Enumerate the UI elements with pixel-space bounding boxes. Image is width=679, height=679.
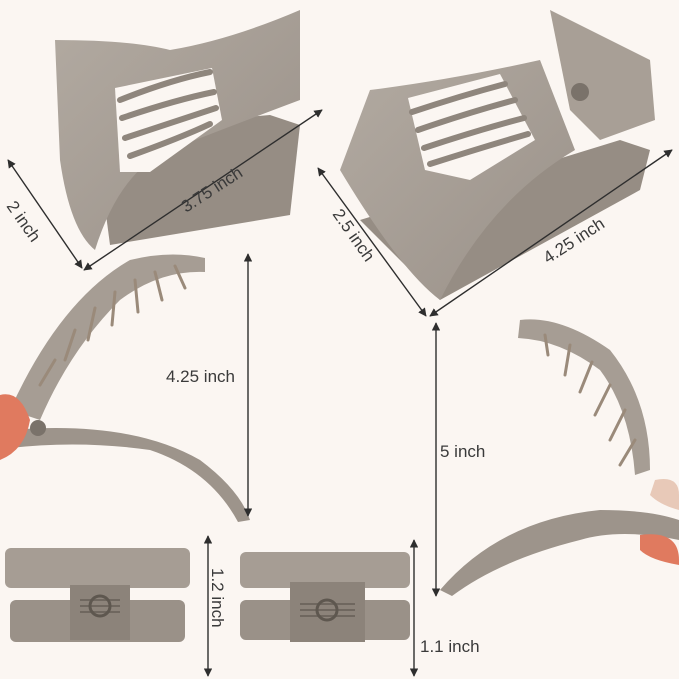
small-clip-open-label: 4.25 inch bbox=[166, 367, 235, 386]
small-clip-height-label: 1.2 inch bbox=[208, 568, 227, 628]
large-width-arrow bbox=[317, 167, 427, 317]
large-length-arrow bbox=[429, 149, 673, 317]
large-clip-height-label: 1.1 inch bbox=[420, 637, 480, 656]
large-claw-clip-open bbox=[440, 319, 679, 596]
small-claw-clip-closed bbox=[55, 10, 300, 250]
large-clip-open-label: 5 inch bbox=[440, 442, 485, 461]
large-claw-clip-closed bbox=[340, 10, 655, 300]
small-claw-clip-front bbox=[5, 548, 190, 642]
large-claw-clip-front bbox=[240, 552, 410, 642]
dimension-arrows bbox=[7, 109, 673, 677]
small-width-arrow bbox=[7, 159, 83, 269]
small-claw-clip-open bbox=[0, 254, 250, 522]
small-length-arrow bbox=[83, 109, 323, 271]
